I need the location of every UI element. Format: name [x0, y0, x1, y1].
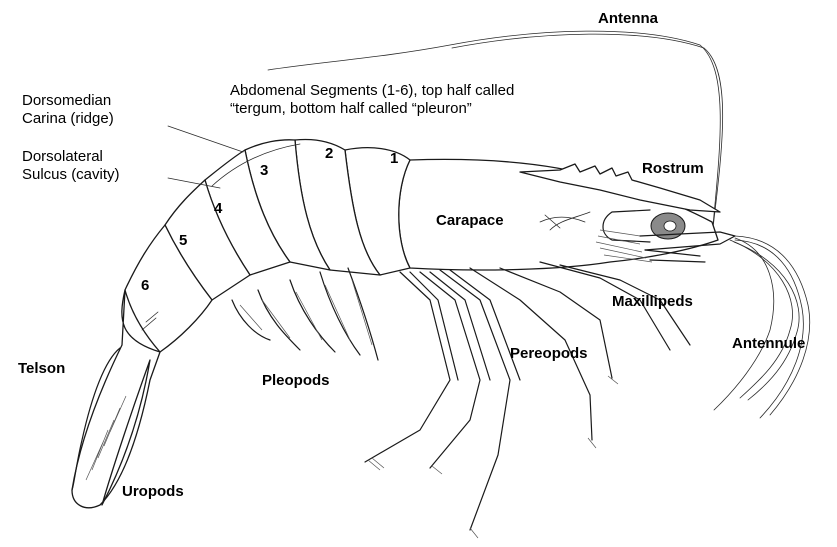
antenna-label: Antenna [598, 10, 658, 27]
uropods-label: Uropods [122, 483, 184, 500]
segment-number-6: 6 [141, 277, 149, 294]
dorsolateral-label-line2: Sulcus (cavity) [22, 166, 120, 183]
pleopods [232, 268, 378, 360]
rostrum-label: Rostrum [642, 160, 704, 177]
carapace-label: Carapace [436, 212, 504, 229]
segment-number-4: 4 [214, 200, 222, 217]
dorsomedian-label-line2: Carina (ridge) [22, 110, 114, 127]
pereopods [365, 268, 612, 530]
segment-number-1: 1 [390, 150, 398, 167]
abdominal-segments-label-line2: “tergum, bottom half called “pleuron” [230, 100, 472, 117]
maxillipeds-label: Maxillipeds [612, 293, 693, 310]
dorsomedian-leader [168, 126, 243, 152]
abdominal-segments-label-line1: Abdomenal Segments (1-6), top half calle… [230, 82, 514, 99]
dorsolateral-label-line1: Dorsolateral [22, 148, 103, 165]
segment-number-2: 2 [325, 145, 333, 162]
dorsomedian-label-line1: Dorsomedian [22, 92, 111, 109]
pereopods-label: Pereopods [510, 345, 588, 362]
pleopods-label: Pleopods [262, 372, 330, 389]
antennule-label: Antennule [732, 335, 805, 352]
segment-number-3: 3 [260, 162, 268, 179]
segment-number-5: 5 [179, 232, 187, 249]
telson-label: Telson [18, 360, 65, 377]
